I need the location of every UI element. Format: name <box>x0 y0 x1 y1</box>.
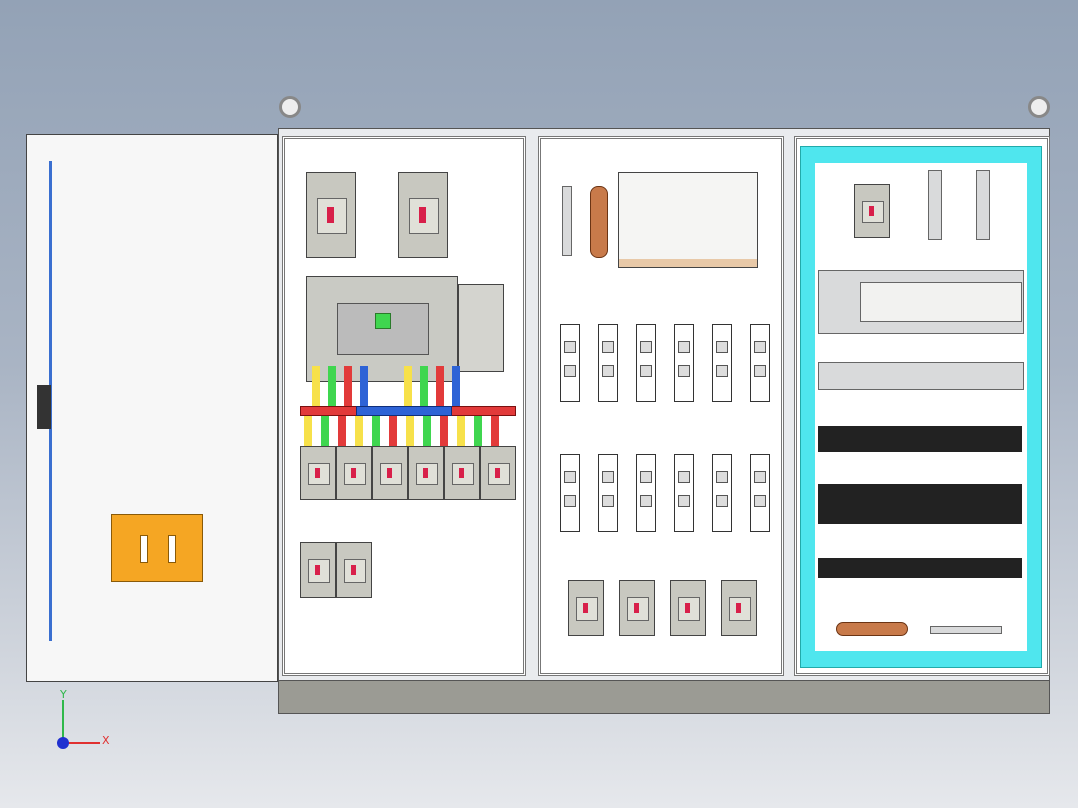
fuse-holder[interactable] <box>598 324 618 402</box>
fuse-holder[interactable] <box>560 454 580 532</box>
din-rail-row <box>818 558 1022 578</box>
branch-breaker[interactable] <box>480 446 516 500</box>
main-breaker[interactable] <box>306 172 356 258</box>
branch-cable <box>338 416 346 446</box>
fuse-holder[interactable] <box>750 324 770 402</box>
automatic-transfer-switch[interactable] <box>306 276 458 382</box>
ground-bar-horizontal <box>836 622 908 636</box>
x-axis-label: X <box>102 734 110 747</box>
branch-cable <box>355 416 363 446</box>
branch-breaker[interactable] <box>336 446 372 500</box>
power-module <box>618 172 758 268</box>
phase-cable <box>328 366 336 406</box>
terminal-strip-vertical <box>562 186 572 256</box>
door-latch <box>111 514 203 582</box>
fuse-holder[interactable] <box>674 454 694 532</box>
cabinet-plinth <box>278 680 1050 714</box>
fuse-holder[interactable] <box>636 454 656 532</box>
origin-icon <box>57 737 69 749</box>
fuse-holder[interactable] <box>560 324 580 402</box>
control-breaker[interactable] <box>854 184 890 238</box>
neutral-busbar <box>356 406 452 416</box>
din-rail-row <box>818 484 1022 524</box>
phase-cable <box>404 366 412 406</box>
ats-green-indicator <box>375 313 391 329</box>
phase-cable <box>452 366 460 406</box>
fuse-holder[interactable] <box>674 324 694 402</box>
phase-cable <box>360 366 368 406</box>
fuse-holder[interactable] <box>750 454 770 532</box>
ats-handle-area <box>337 303 429 355</box>
neutral-terminal-strip <box>930 626 1002 634</box>
branch-cable <box>406 416 414 446</box>
load-breaker[interactable] <box>568 580 604 636</box>
branch-cable <box>457 416 465 446</box>
spare-breaker[interactable] <box>300 542 336 598</box>
branch-cable <box>389 416 397 446</box>
din-rail-row <box>818 362 1024 390</box>
branch-cable <box>423 416 431 446</box>
ats-controller[interactable] <box>458 284 504 372</box>
branch-breaker[interactable] <box>408 446 444 500</box>
ground-bar-vertical <box>590 186 608 258</box>
load-breaker[interactable] <box>619 580 655 636</box>
module-a <box>928 170 942 240</box>
branch-cable <box>474 416 482 446</box>
phase-cable <box>436 366 444 406</box>
phase-cable <box>344 366 352 406</box>
mounting-tray <box>800 146 1042 668</box>
door-handle[interactable] <box>37 385 51 429</box>
spare-breaker[interactable] <box>336 542 372 598</box>
fuse-holder[interactable] <box>712 454 732 532</box>
branch-cable <box>372 416 380 446</box>
open-door[interactable] <box>26 134 278 682</box>
fuse-holder[interactable] <box>712 324 732 402</box>
din-rail-row <box>818 426 1022 452</box>
module-b <box>976 170 990 240</box>
plc-module[interactable] <box>860 282 1022 322</box>
phase-cable <box>420 366 428 406</box>
lifting-eye-right <box>1028 96 1050 118</box>
fuse-holder[interactable] <box>636 324 656 402</box>
branch-breaker[interactable] <box>444 446 480 500</box>
phase-cable <box>312 366 320 406</box>
branch-cable <box>304 416 312 446</box>
lifting-eye-left <box>279 96 301 118</box>
fuse-holder[interactable] <box>598 454 618 532</box>
y-axis-label: Y <box>60 688 67 701</box>
y-axis-arrow <box>62 700 64 742</box>
x-axis-arrow <box>62 742 100 744</box>
main-breaker[interactable] <box>398 172 448 258</box>
load-breaker[interactable] <box>670 580 706 636</box>
branch-breaker[interactable] <box>300 446 336 500</box>
load-breaker[interactable] <box>721 580 757 636</box>
branch-breaker[interactable] <box>372 446 408 500</box>
branch-cable <box>440 416 448 446</box>
branch-cable <box>491 416 499 446</box>
branch-cable <box>321 416 329 446</box>
